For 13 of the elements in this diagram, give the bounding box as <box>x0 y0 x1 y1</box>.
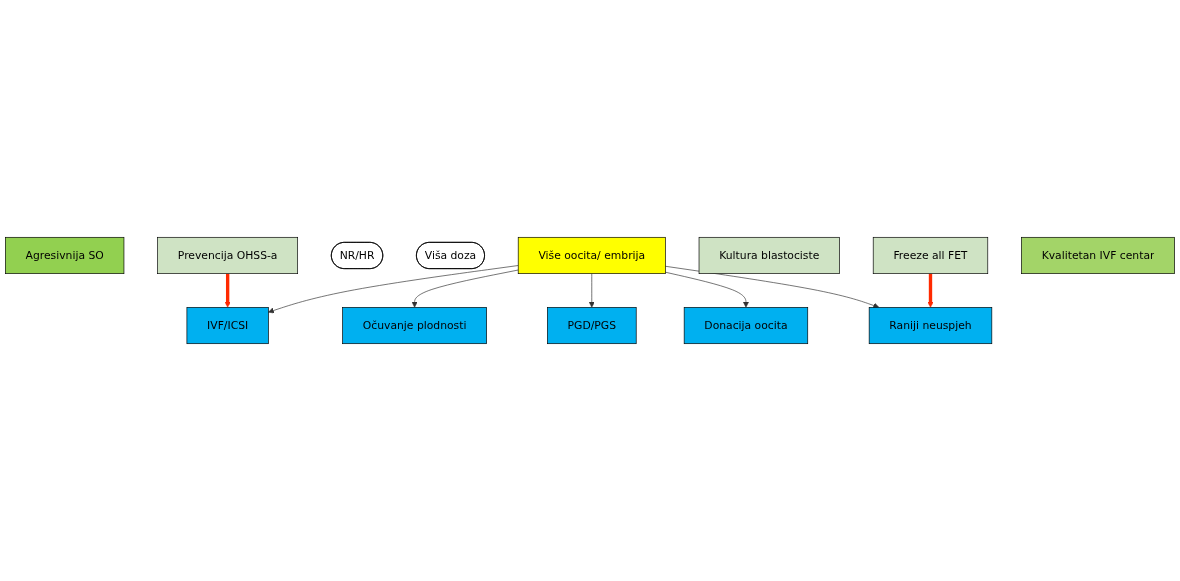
node-box: Očuvanje plodnosti <box>342 307 487 345</box>
node-box: Kvalitetan IVF centar <box>1021 236 1175 274</box>
node-box: Prevencija OHSS-a <box>157 236 298 274</box>
arrow <box>224 273 231 308</box>
node-box: IVF/ICSI <box>186 307 269 345</box>
node-box: Donacija oocita <box>683 307 809 345</box>
node-box: Agresivnija SO <box>5 236 125 274</box>
node-box: Kultura blastociste <box>698 236 840 274</box>
node-box: Više oocita/ embrija <box>517 236 666 274</box>
arrow <box>927 273 934 308</box>
node-box: Freeze all FET <box>872 236 989 274</box>
node-box: Raniji neuspjeh <box>868 307 993 345</box>
node-box: PGD/PGS <box>547 307 637 345</box>
